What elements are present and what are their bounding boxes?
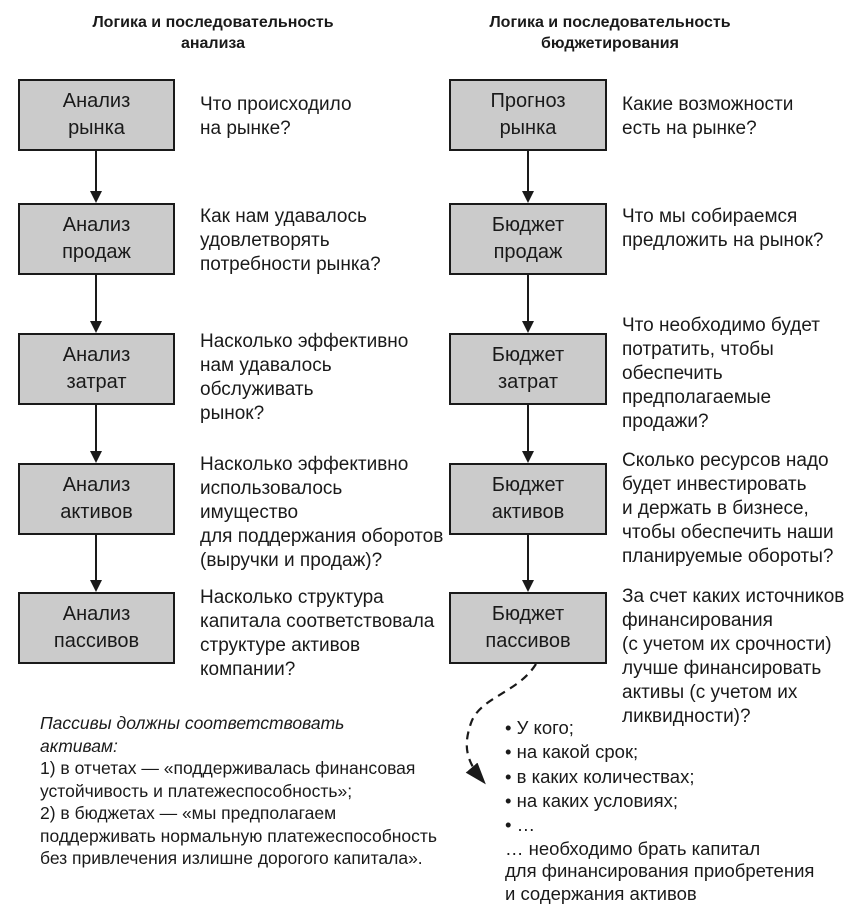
analysis-box-assets: Анализ активов (18, 463, 175, 535)
list-item: на какой срок; (505, 740, 694, 764)
liabilities-note-body: 1) в отчетах — «поддерживалась финансова… (40, 758, 438, 868)
list-item: У кого; (505, 716, 694, 740)
budget-question-assets: Сколько ресурсов надо будет инвестироват… (622, 450, 834, 567)
down-arrow-icon (522, 275, 534, 333)
down-arrow-icon (522, 405, 534, 463)
budget-box-market: Прогноз рынка (449, 79, 607, 151)
down-arrow-icon (522, 151, 534, 203)
down-arrow-icon (90, 535, 102, 592)
analysis-question-sales: Как нам удавалось удовлетворять потребно… (200, 206, 381, 275)
dashed-curve-arrow-icon (465, 663, 537, 785)
analysis-box-sales: Анализ продаж (18, 203, 175, 275)
budget-question-costs: Что необходимо будет потратить, чтобы об… (622, 315, 820, 432)
analysis-box-market: Анализ рынка (18, 79, 175, 151)
budget-box-assets: Бюджет активов (449, 463, 607, 535)
budgeting-column-title: Логика и последовательность бюджетирован… (489, 14, 731, 52)
analysis-question-liabilities: Насколько структура капитала соответство… (200, 587, 435, 680)
budget-question-market: Какие возможности есть на рынке? (622, 94, 794, 139)
list-item: в каких количествах; (505, 765, 695, 789)
budget-box-costs: Бюджет затрат (449, 333, 607, 405)
list-item: на каких условиях; (505, 789, 694, 813)
analysis-box-costs: Анализ затрат (18, 333, 175, 405)
analysis-box-liabilities: Анализ пассивов (18, 592, 175, 664)
liabilities-note-lead: Пассивы должны соответствовать активам: (40, 713, 345, 756)
analysis-column-title: Логика и последовательность анализа (92, 14, 334, 52)
analysis-question-assets: Насколько эффективно использовалось имущ… (200, 454, 444, 571)
budget-box-sales: Бюджет продаж (449, 203, 607, 275)
analysis-question-costs: Насколько эффективно нам удавалось обслу… (200, 331, 409, 424)
list-item: … (505, 813, 694, 837)
analysis-question-market: Что происходило на рынке? (200, 94, 352, 139)
budget-question-liabilities: За счет каких источников финансирования … (622, 586, 845, 727)
down-arrow-icon (90, 405, 102, 463)
down-arrow-icon (522, 535, 534, 592)
down-arrow-icon (90, 151, 102, 203)
capital-footer-text: … необходимо брать капитал для финансиро… (505, 838, 815, 904)
budget-question-sales: Что мы собираемся предложить на рынок? (622, 206, 824, 251)
budget-box-liabilities: Бюджет пассивов (449, 592, 607, 664)
capital-questions-list: У кого; на какой срок; в каких количеств… (505, 716, 695, 837)
down-arrow-icon (90, 275, 102, 333)
